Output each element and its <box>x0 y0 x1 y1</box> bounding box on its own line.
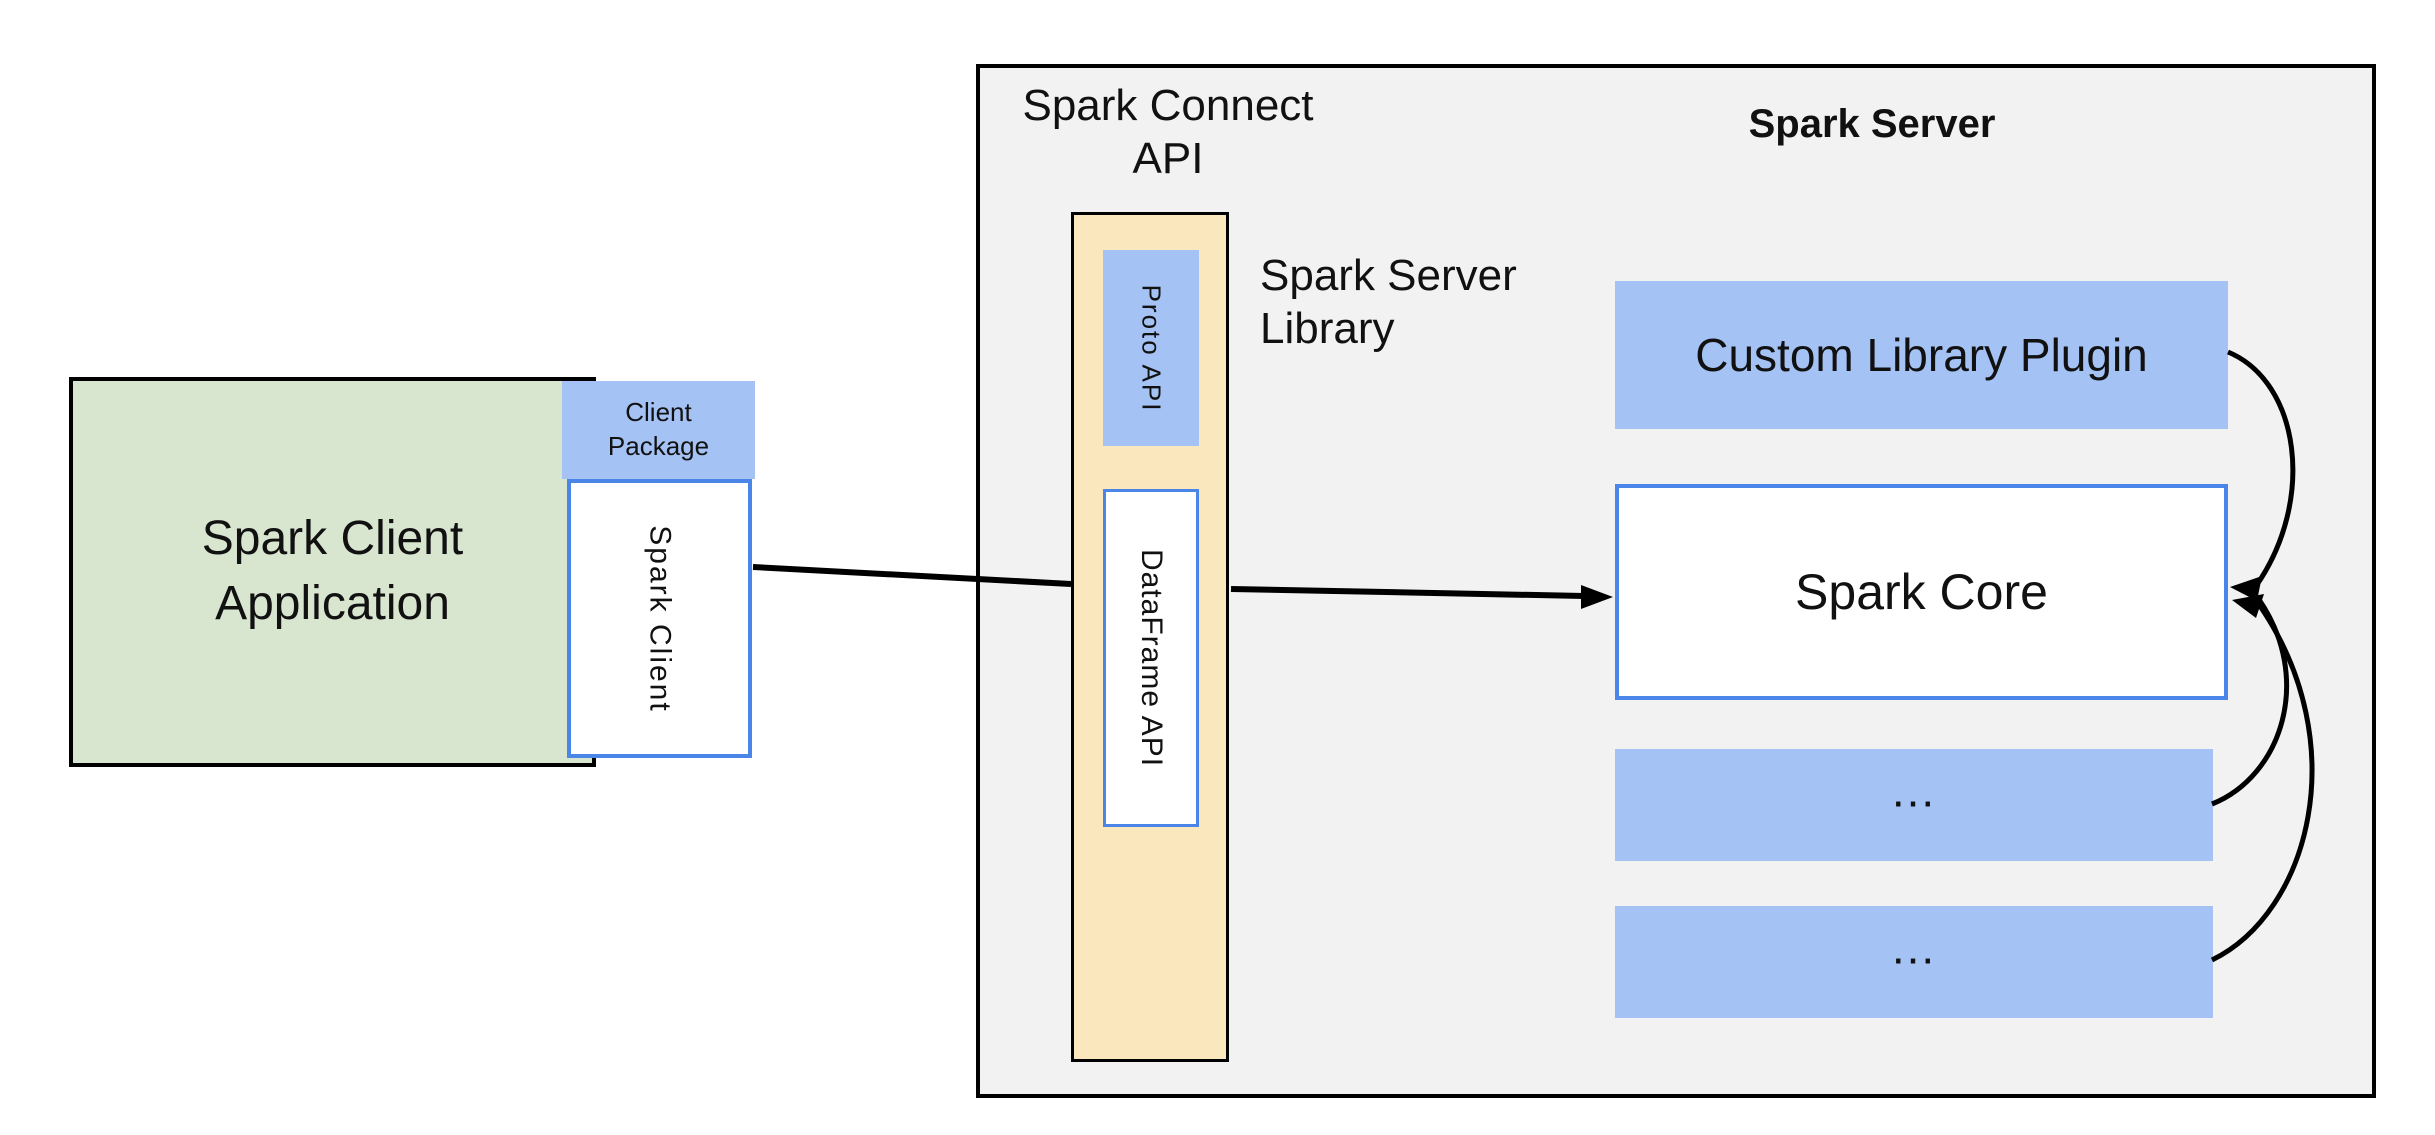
proto-api-label: Proto API <box>1136 284 1167 412</box>
extra-library-box-2: ... <box>1615 906 2213 1018</box>
spark-core-label: Spark Core <box>1795 564 2048 620</box>
spark-client-label: Spark Client <box>643 524 677 713</box>
client-package-label-line2: Package <box>607 431 710 461</box>
client-package-label: Client Package <box>608 396 709 464</box>
spark-connect-api-label: Spark Connect API <box>1000 80 1336 186</box>
spark-server-library-label-line2: Library <box>1260 303 1395 353</box>
custom-library-plugin-label: Custom Library Plugin <box>1695 329 2148 381</box>
proto-api-box: Proto API <box>1103 250 1199 446</box>
spark-connect-api-label-line2: API <box>1132 133 1204 183</box>
spark-client-application-label: Spark Client Application <box>202 507 463 637</box>
spark-server-title: Spark Server <box>1748 102 1996 146</box>
client-package-label-line1: Client <box>625 397 692 428</box>
spark-client-application-box: Spark Client Application <box>69 377 596 767</box>
extra-library-box-2-label: ... <box>1891 921 1937 974</box>
dataframe-api-box: DataFrame API <box>1103 489 1199 827</box>
spark-server-library-label: Spark Server Library <box>1260 250 1660 356</box>
spark-core-box: Spark Core <box>1615 484 2228 700</box>
custom-library-plugin-box: Custom Library Plugin <box>1615 281 2228 429</box>
client-package-box: Client Package <box>562 381 755 479</box>
spark-connect-api-label-line1: Spark Connect <box>1022 81 1314 130</box>
extra-library-box-1-label: ... <box>1891 764 1937 817</box>
spark-client-box: Spark Client <box>567 479 752 758</box>
spark-client-application-label-line2: Application <box>215 577 450 630</box>
spark-server-library-label-line1: Spark Server <box>1260 251 1517 300</box>
dataframe-api-label: DataFrame API <box>1135 548 1169 768</box>
extra-library-box-1: ... <box>1615 749 2213 861</box>
spark-client-application-label-line1: Spark Client <box>201 512 464 566</box>
